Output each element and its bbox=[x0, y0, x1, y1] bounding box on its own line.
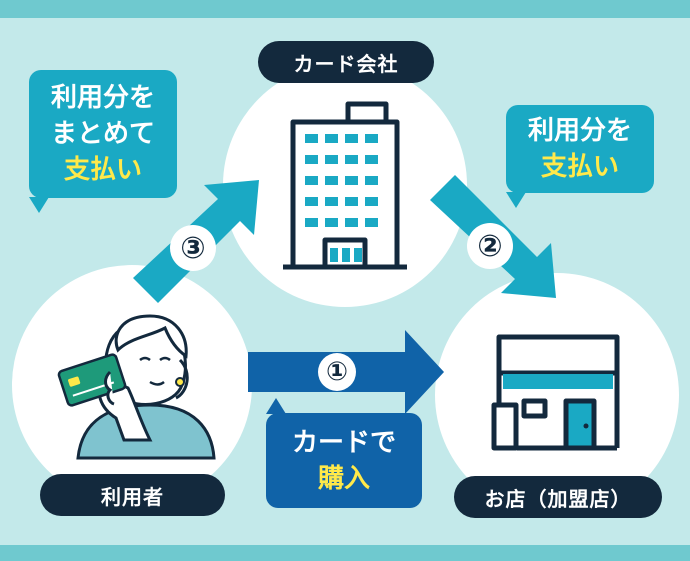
card-company-label: カード会社 bbox=[258, 41, 434, 83]
company-payment-bubble: 利用分を 支払い bbox=[506, 105, 654, 208]
shop-door-knob bbox=[583, 423, 589, 429]
step-2-badge: ② bbox=[467, 223, 513, 269]
shop-awning bbox=[503, 374, 613, 389]
step-1-badge: ① bbox=[318, 353, 356, 391]
store-circle bbox=[435, 273, 679, 517]
purchase-bubble: カードで 購入 bbox=[266, 398, 422, 508]
building-icon bbox=[283, 101, 407, 270]
purchase-line1: カードで bbox=[291, 427, 396, 458]
step-3-badge: ③ bbox=[170, 225, 216, 271]
purchase-highlight: 購入 bbox=[317, 463, 370, 494]
user-payment-highlight: 支払い bbox=[63, 155, 142, 185]
user-payment-line1: 利用分を bbox=[50, 83, 155, 113]
user-payment-bubble: 利用分を まとめて 支払い bbox=[29, 70, 177, 213]
top-band bbox=[0, 0, 690, 18]
bottom-band bbox=[0, 545, 690, 561]
user-label: 利用者 bbox=[40, 474, 225, 516]
company-payment-line1: 利用分を bbox=[527, 116, 632, 146]
company-payment-highlight: 支払い bbox=[540, 152, 619, 182]
user-illustration bbox=[57, 314, 216, 460]
user-payment-line2: まとめて bbox=[50, 119, 155, 149]
store-label: お店（加盟店） bbox=[454, 476, 662, 518]
shop-icon bbox=[491, 334, 620, 451]
building-windows bbox=[305, 134, 378, 262]
